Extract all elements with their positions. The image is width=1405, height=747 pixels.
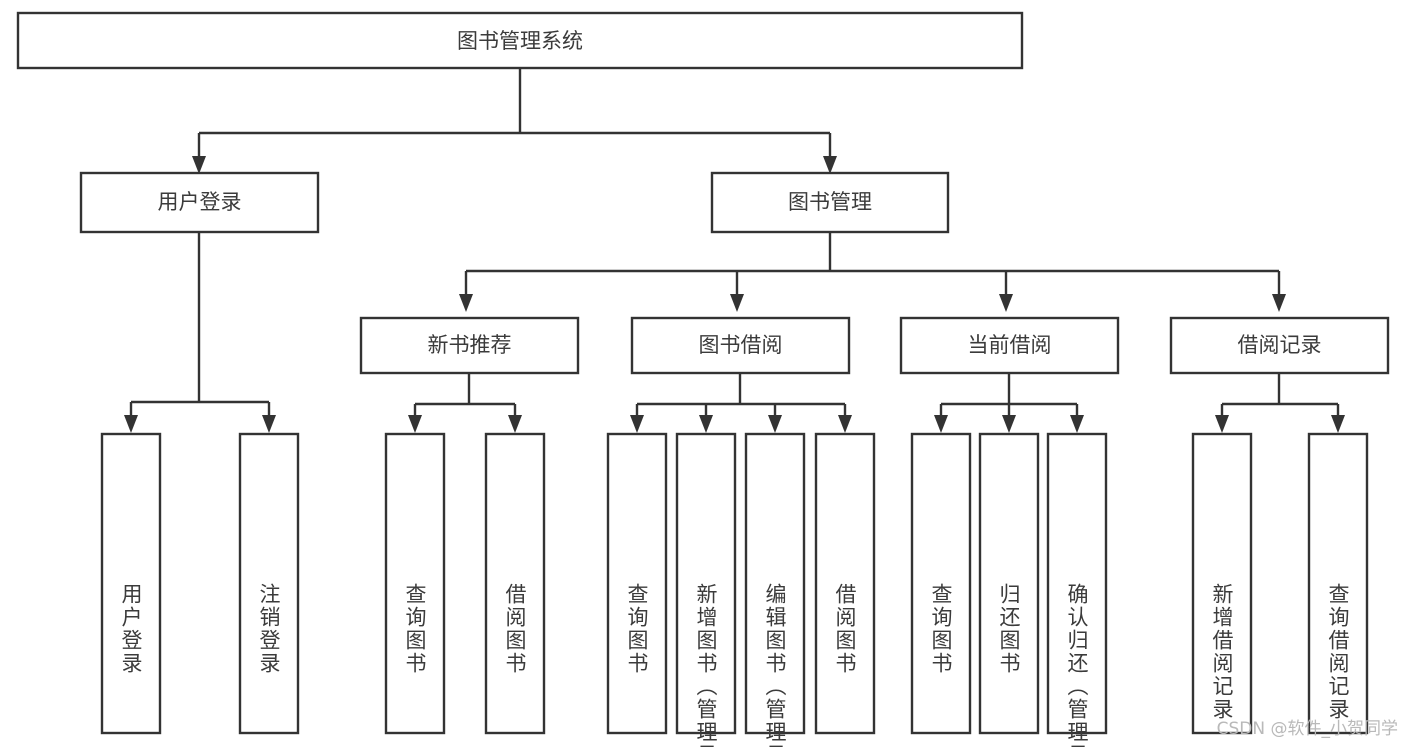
arrow-bb-leaf3 bbox=[768, 415, 782, 433]
node-root-label: 图书管理系统 bbox=[457, 29, 583, 53]
node-root[interactable]: 图书管理系统 bbox=[16, 11, 1024, 70]
node-book-borrow[interactable]: 图书借阅 bbox=[630, 316, 851, 375]
leaf-node[interactable]: 确认归还（管理员） bbox=[1046, 432, 1108, 747]
node-book-manage-label: 图书管理 bbox=[788, 190, 872, 214]
node-book-borrow-label: 图书借阅 bbox=[699, 333, 783, 357]
arrow-nb-leaf1 bbox=[408, 415, 422, 433]
leaf-user-login-label: 用户登录 bbox=[119, 583, 143, 675]
leaf-node[interactable]: 新增借阅记录 bbox=[1191, 432, 1253, 735]
leaf-borrow-book-1-label: 借阅图书 bbox=[503, 583, 527, 675]
leaf-node[interactable]: 查询图书 bbox=[910, 432, 972, 735]
arrow-nb-leaf2 bbox=[508, 415, 522, 433]
node-new-book-recommend-box[interactable] bbox=[359, 316, 580, 375]
arrow-bm-to-bookborrow bbox=[730, 294, 744, 312]
leaf-node[interactable]: 借阅图书 bbox=[484, 432, 546, 735]
leaf-query-book-1-box[interactable] bbox=[384, 432, 446, 735]
arrow-bm-to-currentborrow bbox=[999, 294, 1013, 312]
arrow-ul-leaf1 bbox=[124, 415, 138, 433]
node-root-box[interactable] bbox=[16, 11, 1024, 70]
leaf-borrow-book-2-box[interactable] bbox=[814, 432, 876, 735]
leaf-node[interactable]: 归还图书 bbox=[978, 432, 1040, 735]
arrow-br-leaf1 bbox=[1215, 415, 1229, 433]
leaf-node[interactable]: 注销登录 bbox=[238, 432, 300, 735]
node-new-book-recommend-label: 新书推荐 bbox=[428, 333, 512, 357]
node-borrow-record-label: 借阅记录 bbox=[1238, 333, 1322, 357]
leaf-confirm-return-label: 确认归还（管理员） bbox=[1065, 583, 1089, 747]
arrow-bb-leaf4 bbox=[838, 415, 852, 433]
leaf-query-book-2-label: 查询图书 bbox=[625, 583, 649, 675]
leaf-user-login-box[interactable] bbox=[100, 432, 162, 735]
leaf-return-book-label: 归还图书 bbox=[997, 583, 1021, 675]
node-book-borrow-box[interactable] bbox=[630, 316, 851, 375]
node-current-borrow-label: 当前借阅 bbox=[968, 333, 1052, 357]
leaf-node[interactable]: 查询图书 bbox=[384, 432, 446, 735]
leaf-node[interactable]: 查询借阅记录 bbox=[1307, 432, 1369, 735]
node-new-book-recommend[interactable]: 新书推荐 bbox=[359, 316, 580, 375]
arrow-root-to-user-login bbox=[192, 156, 206, 174]
arrow-bm-to-borrowrecord bbox=[1272, 294, 1286, 312]
node-book-manage[interactable]: 图书管理 bbox=[710, 171, 950, 234]
leaf-add-record-box[interactable] bbox=[1191, 432, 1253, 735]
leaf-edit-book-box[interactable] bbox=[744, 432, 806, 735]
leaf-edit-book-label: 编辑图书（管理员） bbox=[763, 583, 787, 747]
node-borrow-record[interactable]: 借阅记录 bbox=[1169, 316, 1390, 375]
leaf-confirm-return-box[interactable] bbox=[1046, 432, 1108, 735]
leaf-user-logout-box[interactable] bbox=[238, 432, 300, 735]
node-user-login[interactable]: 用户登录 bbox=[79, 171, 320, 234]
arrow-bm-to-newbook bbox=[459, 294, 473, 312]
arrow-bb-leaf2 bbox=[699, 415, 713, 433]
leaf-node[interactable]: 编辑图书（管理员） bbox=[744, 432, 806, 747]
leaf-node[interactable]: 借阅图书 bbox=[814, 432, 876, 735]
arrow-cb-leaf3 bbox=[1070, 415, 1084, 433]
arrow-cb-leaf1 bbox=[934, 415, 948, 433]
leaf-query-book-1-label: 查询图书 bbox=[403, 583, 427, 675]
leaf-add-book-box[interactable] bbox=[675, 432, 737, 735]
node-current-borrow-box[interactable] bbox=[899, 316, 1120, 375]
arrow-ul-leaf2 bbox=[262, 415, 276, 433]
leaf-query-book-3-box[interactable] bbox=[910, 432, 972, 735]
arrow-br-leaf2 bbox=[1331, 415, 1345, 433]
node-borrow-record-box[interactable] bbox=[1169, 316, 1390, 375]
connector-layer bbox=[124, 68, 1345, 433]
leaf-add-book-label: 新增图书（管理员） bbox=[694, 583, 718, 747]
node-user-login-box[interactable] bbox=[79, 171, 320, 234]
leaf-node[interactable]: 查询图书 bbox=[606, 432, 668, 735]
leaf-user-logout-label: 注销登录 bbox=[257, 583, 281, 675]
leaf-return-book-box[interactable] bbox=[978, 432, 1040, 735]
leaf-query-record-label: 查询借阅记录 bbox=[1326, 583, 1350, 721]
leaf-node[interactable]: 用户登录 bbox=[100, 432, 162, 735]
node-user-login-label: 用户登录 bbox=[158, 190, 242, 214]
arrow-bb-leaf1 bbox=[630, 415, 644, 433]
leaf-query-book-3-label: 查询图书 bbox=[929, 583, 953, 675]
leaf-node[interactable]: 新增图书（管理员） bbox=[675, 432, 737, 747]
node-current-borrow[interactable]: 当前借阅 bbox=[899, 316, 1120, 375]
node-book-manage-box[interactable] bbox=[710, 171, 950, 234]
leaf-borrow-book-2-label: 借阅图书 bbox=[833, 583, 857, 675]
leaf-query-book-2-box[interactable] bbox=[606, 432, 668, 735]
arrow-root-to-book-manage bbox=[823, 156, 837, 174]
leaf-borrow-book-1-box[interactable] bbox=[484, 432, 546, 735]
leaf-query-record-box[interactable] bbox=[1307, 432, 1369, 735]
arrow-cb-leaf2 bbox=[1002, 415, 1016, 433]
watermark-label: CSDN @软件_小贺同学 bbox=[1217, 719, 1398, 739]
leaf-add-record-label: 新增借阅记录 bbox=[1210, 583, 1234, 721]
